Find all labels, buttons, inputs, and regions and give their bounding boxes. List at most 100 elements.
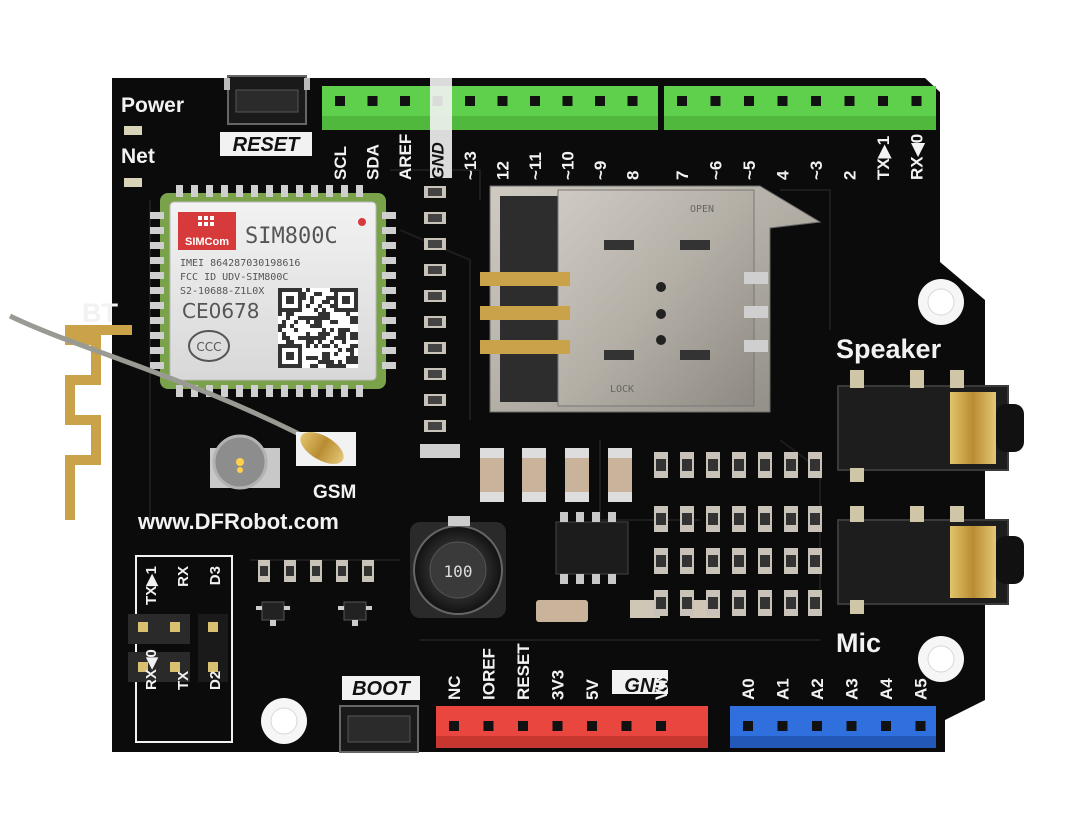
digital-right-pin[interactable] bbox=[878, 96, 888, 106]
ccc-mark: CCC bbox=[196, 340, 221, 354]
jumper-label: D2 bbox=[207, 671, 224, 690]
digital-right-pin[interactable] bbox=[811, 96, 821, 106]
pin1-marker bbox=[358, 218, 366, 226]
power-header-pin[interactable] bbox=[449, 721, 459, 731]
digital-right-label: RX◀0 bbox=[908, 134, 927, 180]
module-imei: IMEI 864287030198616 bbox=[180, 258, 300, 269]
reset-label: RESET bbox=[233, 134, 301, 156]
small-smd-parts bbox=[256, 560, 374, 626]
simcom-logo-dots bbox=[198, 216, 214, 226]
digital-right-pin[interactable] bbox=[710, 96, 721, 106]
digital-left-pin[interactable] bbox=[530, 96, 540, 106]
power-header-pin[interactable] bbox=[587, 721, 597, 731]
reset-label-box bbox=[220, 132, 312, 156]
digital-left-label: GND bbox=[429, 142, 448, 180]
ufl-connector bbox=[296, 432, 356, 466]
power-inductor: 100 bbox=[410, 516, 506, 618]
gnd-bottom-box bbox=[612, 670, 668, 694]
digital-left-pin[interactable] bbox=[465, 96, 475, 106]
digital-right-pin[interactable] bbox=[911, 96, 922, 106]
website-label: www.DFRobot.com bbox=[137, 509, 339, 534]
digital-left-pin[interactable] bbox=[400, 96, 410, 106]
analog-header-label: A2 bbox=[808, 678, 827, 700]
digital-header-right[interactable] bbox=[664, 86, 936, 130]
speaker-label: Speaker bbox=[836, 334, 942, 364]
qr-code bbox=[278, 288, 358, 368]
digital-left-label: SCL bbox=[331, 146, 350, 180]
smd-capacitor-column bbox=[420, 186, 460, 458]
analog-header-pin[interactable] bbox=[881, 721, 891, 731]
digital-left-label: SDA bbox=[364, 144, 383, 180]
antenna-cable bbox=[8, 313, 332, 453]
power-header-label: RESET bbox=[514, 643, 533, 700]
analog-header-label: A5 bbox=[912, 678, 931, 700]
digital-left-label: ~9 bbox=[591, 161, 610, 180]
power-label: Power bbox=[121, 94, 184, 117]
analog-header-pin[interactable] bbox=[846, 721, 857, 731]
jumper-label: TX▶1 bbox=[143, 566, 160, 605]
tantalum-capacitors bbox=[480, 448, 720, 622]
power-header-label: 5V bbox=[583, 679, 602, 700]
module-code: S2-10688-Z1L0X bbox=[180, 286, 264, 297]
mounting-hole bbox=[261, 698, 307, 744]
buzzer bbox=[210, 434, 280, 490]
ccc-mark-ring bbox=[188, 330, 230, 362]
mic-label: Mic bbox=[836, 628, 881, 658]
digital-left-label: 12 bbox=[494, 161, 513, 180]
digital-right-pin[interactable] bbox=[744, 96, 754, 106]
digital-left-pin[interactable] bbox=[595, 96, 605, 106]
digital-left-pin[interactable] bbox=[562, 96, 573, 106]
digital-right-pin[interactable] bbox=[844, 96, 855, 106]
gsm-label: GSM bbox=[313, 482, 356, 503]
digital-right-pin[interactable] bbox=[777, 96, 788, 106]
digital-header-left[interactable] bbox=[322, 86, 658, 130]
mic-jack[interactable] bbox=[837, 506, 1024, 614]
analog-header-label: A3 bbox=[843, 678, 862, 700]
jumper-headers[interactable] bbox=[128, 614, 228, 682]
jumper-label: RX bbox=[175, 566, 192, 587]
power-header[interactable] bbox=[436, 706, 708, 748]
analog-header-pin[interactable] bbox=[812, 721, 822, 731]
power-led bbox=[124, 126, 142, 135]
digital-right-label: TX▶1 bbox=[874, 136, 893, 180]
analog-header-pin[interactable] bbox=[743, 721, 753, 731]
module-model: SIM800C bbox=[245, 224, 338, 249]
gnd-marker-stripe bbox=[430, 78, 452, 178]
digital-left-pin[interactable] bbox=[497, 96, 508, 106]
net-led bbox=[124, 178, 142, 187]
analog-header-pin[interactable] bbox=[915, 721, 926, 731]
analog-header[interactable] bbox=[730, 706, 936, 748]
power-header-pin[interactable] bbox=[656, 721, 666, 731]
power-header-label: VIN bbox=[652, 672, 671, 700]
power-header-label: GND bbox=[624, 675, 668, 697]
digital-left-label: AREF bbox=[396, 134, 415, 180]
digital-left-pin[interactable] bbox=[627, 96, 638, 106]
power-header-label: NC bbox=[445, 675, 464, 700]
digital-left-pin[interactable] bbox=[335, 96, 345, 106]
reset-button[interactable] bbox=[224, 75, 310, 125]
digital-right-label: ~6 bbox=[707, 161, 726, 180]
digital-left-pin[interactable] bbox=[367, 96, 378, 106]
digital-right-pin[interactable] bbox=[677, 96, 687, 106]
digital-right-label: 2 bbox=[841, 171, 860, 180]
analog-header-pin[interactable] bbox=[777, 721, 788, 731]
bt-label: BT bbox=[82, 298, 118, 328]
power-header-pin[interactable] bbox=[552, 721, 563, 731]
power-header-pin[interactable] bbox=[621, 721, 632, 731]
digital-left-label: 8 bbox=[624, 171, 643, 180]
digital-right-label: 7 bbox=[673, 171, 692, 180]
boot-button[interactable] bbox=[339, 705, 419, 753]
sim-card-holder[interactable]: OPEN LOCK bbox=[480, 185, 822, 413]
analog-header-label: A0 bbox=[739, 678, 758, 700]
analog-header-label: A4 bbox=[877, 678, 896, 700]
boot-label-box bbox=[342, 676, 420, 700]
digital-right-label: 4 bbox=[774, 170, 793, 180]
speaker-jack[interactable] bbox=[837, 370, 1024, 482]
analog-header-label: A1 bbox=[774, 678, 793, 700]
power-header-pin[interactable] bbox=[483, 721, 494, 731]
power-header-pin[interactable] bbox=[518, 721, 528, 731]
jumper-label: RX◀0 bbox=[143, 649, 160, 690]
regulator-ic bbox=[555, 512, 629, 584]
digital-left-label: ~10 bbox=[559, 151, 578, 180]
